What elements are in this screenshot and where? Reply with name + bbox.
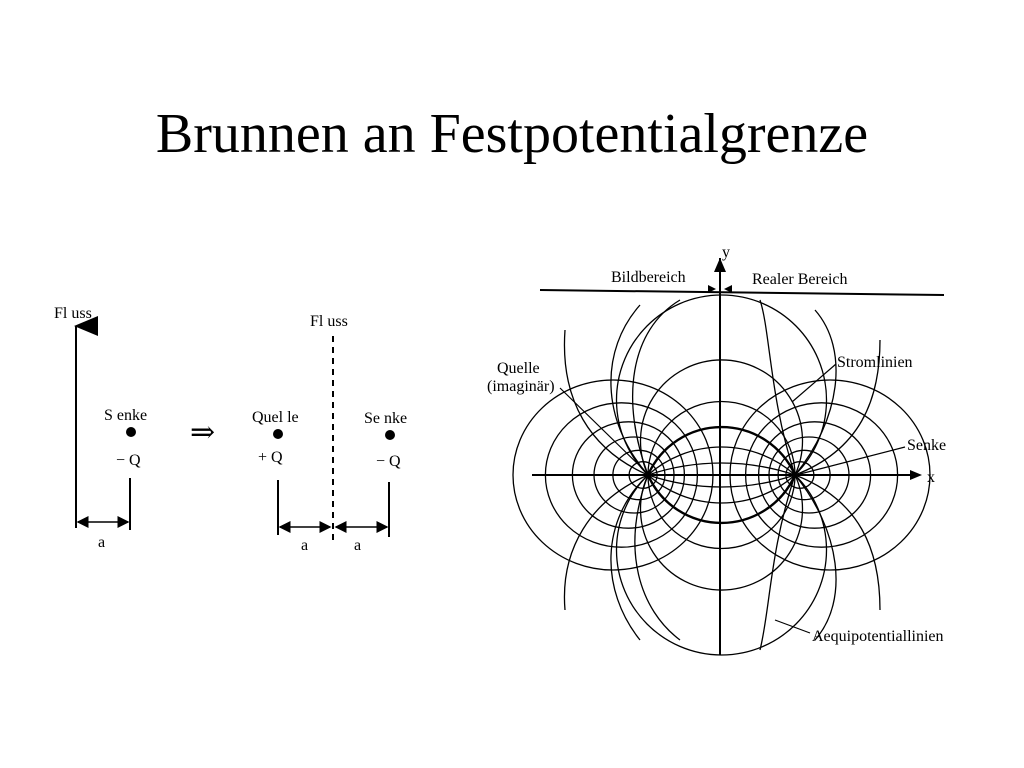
- outer-streamline-2: [610, 474, 649, 641]
- outer-streamline-3: [563, 474, 649, 611]
- streamlines-label: Stromlinien: [837, 354, 913, 371]
- sink2-label: Se nke: [364, 410, 407, 427]
- streamline-upper-5: [615, 294, 828, 476]
- region-separator-line: [539, 289, 945, 296]
- streamline-upper-4: [639, 359, 804, 476]
- equipotential-leader-line: [774, 619, 811, 634]
- streamline-lower-2: [646, 474, 797, 525]
- region-arrow-right: [724, 285, 732, 293]
- sink-leader-line: [799, 446, 906, 475]
- sink2-dot: [385, 430, 395, 440]
- equipotential-label: Aequipotentiallinien: [812, 628, 944, 645]
- y-axis-arrowhead: [714, 258, 726, 272]
- image-region-label: Bildbereich: [611, 269, 686, 286]
- streamline-lower-1: [647, 474, 796, 504]
- outer-streamline-9: [759, 299, 796, 476]
- mirror-system: Fl uss Quel le + Q Se nke − Q a a: [252, 313, 407, 554]
- outer-streamline-11: [759, 474, 796, 651]
- sink-dot: [126, 427, 136, 437]
- source-label-line1: Quelle: [497, 360, 540, 377]
- outer-streamline-4: [794, 309, 837, 476]
- outer-streamline-8: [632, 299, 681, 476]
- outer-streamline-0: [610, 304, 649, 476]
- x-axis-arrowhead: [910, 470, 922, 480]
- real-region-label: Realer Bereich: [752, 271, 848, 288]
- streamline-upper-2: [646, 425, 797, 476]
- streamline-upper-1: [647, 446, 796, 476]
- streamline-upper-0: [647, 462, 796, 476]
- outer-streamline-6: [794, 474, 837, 641]
- sink2-charge: − Q: [376, 453, 401, 470]
- source-leader-line: [559, 387, 645, 471]
- y-axis-label: y: [722, 244, 730, 261]
- distance-label-left: a: [301, 537, 308, 554]
- source-charge: + Q: [258, 449, 283, 466]
- source-label: Quel le: [252, 409, 299, 426]
- outer-streamline-7: [794, 474, 881, 611]
- flux-label-mirror: Fl uss: [310, 313, 348, 330]
- source-dot: [273, 429, 283, 439]
- streamline-lower-3: [647, 474, 796, 550]
- distance-label-right: a: [354, 537, 361, 554]
- streamline-upper-3: [647, 400, 796, 476]
- left-real-system: Fl uss S enke − Q a: [54, 305, 147, 551]
- outer-streamline-10: [634, 474, 681, 641]
- region-arrow-left: [708, 285, 716, 293]
- x-axis-label: x: [927, 469, 935, 486]
- sink-label-right: Senke: [907, 437, 946, 454]
- streamline-lower-5: [615, 474, 828, 656]
- streamline-lower-4: [639, 474, 804, 591]
- slide-title: Brunnen an Festpotentialgrenze: [155, 103, 869, 165]
- implies-symbol: ⇒: [190, 416, 215, 449]
- distance-label: a: [98, 534, 105, 551]
- source-label-line2: (imaginär): [487, 378, 555, 395]
- streamline-lower-0: [647, 474, 796, 488]
- streamlines-leader-line: [791, 363, 837, 403]
- outer-streamline-5: [794, 339, 881, 476]
- sink-label: S enke: [104, 407, 147, 424]
- sink-charge: − Q: [116, 452, 141, 469]
- outer-streamline-1: [563, 329, 649, 476]
